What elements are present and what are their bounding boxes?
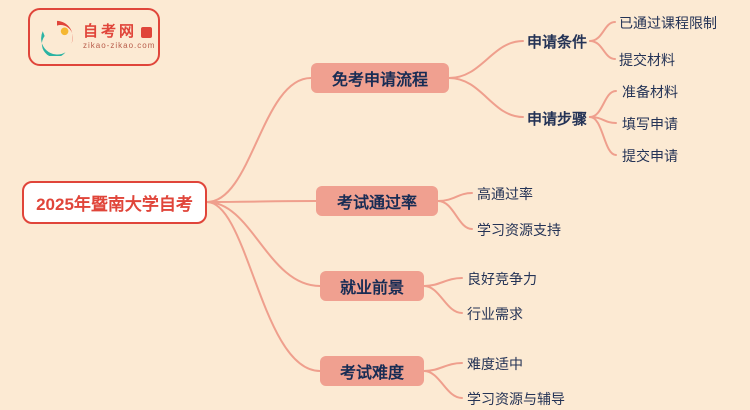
connector-branch1-sub2 (448, 77, 524, 118)
leaf-high-pass-rate: 高通过率 (477, 186, 533, 202)
logo-swirl-icon (38, 18, 76, 56)
connector-root-branch2 (206, 200, 317, 203)
leaf-passed-course-limit: 已通过课程限制 (619, 15, 717, 31)
connector-root-branch3 (206, 201, 321, 287)
branch-node-exemption-process: 免考申请流程 (311, 63, 449, 93)
connector-branch2-leaf2 (437, 200, 473, 230)
leaf-fill-application: 填写申请 (622, 116, 678, 132)
connector-sub2-leaf1 (589, 90, 617, 118)
leaf-prepare-materials: 准备材料 (622, 84, 678, 100)
leaf-industry-demand: 行业需求 (467, 306, 523, 322)
branch-node-pass-rate: 考试通过率 (316, 186, 438, 216)
logo-title: 自考网 (83, 23, 138, 41)
leaf-learning-resource-support: 学习资源支持 (477, 222, 561, 238)
connector-branch4-leaf1 (423, 362, 463, 372)
branch-node-difficulty: 考试难度 (320, 356, 424, 386)
leaf-submit-application: 提交申请 (622, 148, 678, 164)
connector-sub1-leaf1 (589, 21, 616, 42)
leaf-good-competitiveness: 良好竞争力 (467, 271, 537, 287)
leaf-moderate-difficulty: 难度适中 (467, 356, 523, 372)
connector-root-branch4 (206, 201, 321, 372)
connector-branch4-leaf2 (423, 370, 463, 399)
connector-sub2-leaf2 (589, 116, 617, 124)
site-logo: 自考网 zikao-zikao.com (28, 8, 160, 66)
connector-branch1-sub1 (448, 40, 524, 79)
logo-text-block: 自考网 zikao-zikao.com (83, 23, 155, 51)
branch-node-employment: 就业前景 (320, 271, 424, 301)
leaf-submit-materials: 提交材料 (619, 52, 675, 68)
connector-root-branch1 (206, 77, 312, 203)
connector-sub2-leaf3 (589, 116, 617, 156)
connector-sub1-leaf2 (589, 40, 616, 60)
root-topic: 2025年暨南大学自考 (22, 181, 207, 224)
leaf-resources-and-tutoring: 学习资源与辅导 (467, 391, 565, 407)
connector-branch3-leaf1 (423, 277, 463, 287)
sub-label-application-conditions: 申请条件 (527, 34, 588, 51)
sub-label-application-steps: 申请步骤 (527, 111, 588, 128)
connector-branch2-leaf1 (437, 192, 473, 202)
logo-seal (141, 26, 153, 38)
logo-subtitle: zikao-zikao.com (83, 41, 156, 51)
connector-branch3-leaf2 (423, 285, 463, 314)
